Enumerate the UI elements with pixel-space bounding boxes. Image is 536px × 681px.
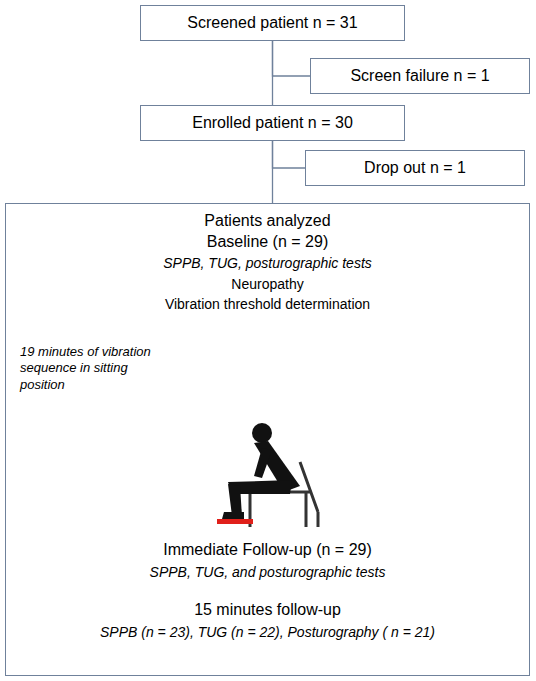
detail-text: SPPB, TUG, posturographic tests [6,255,529,273]
box-label: Screen failure n = 1 [350,67,489,85]
detail-text: SPPB (n = 23), TUG (n = 22), Posturograp… [6,624,529,642]
heading-text: Neuropathy [6,276,529,294]
box-label: Drop out n = 1 [364,159,466,177]
heading-text: Baseline (n = 29) [6,232,529,252]
heading-text: Vibration threshold determination [6,296,529,314]
process-box: Drop out n = 1 [305,150,525,186]
connector-line [272,141,273,203]
box-label: Enrolled patient n = 30 [192,114,353,132]
connector-line [273,141,306,168]
process-box: Screen failure n = 1 [310,58,530,94]
group-box: Patients analyzedBaseline (n = 29) SPPB, … [5,203,530,676]
detail-text: SPPB, TUG, and posturographic tests [6,564,529,582]
seated-person-figure [217,423,318,527]
box-label: Screened patient n = 31 [187,14,357,32]
connector-line [273,41,311,76]
connector-line [272,41,273,105]
process-box: Enrolled patient n = 30 [140,105,405,141]
heading-text: Patients analyzed [6,211,529,231]
detail-text: 19 minutes of vibration sequence in sitt… [20,344,170,393]
process-box: Screened patient n = 31 [140,5,405,41]
heading-text: Immediate Follow-up (n = 29) [6,540,529,560]
heading-text: 15 minutes follow-up [6,600,529,620]
